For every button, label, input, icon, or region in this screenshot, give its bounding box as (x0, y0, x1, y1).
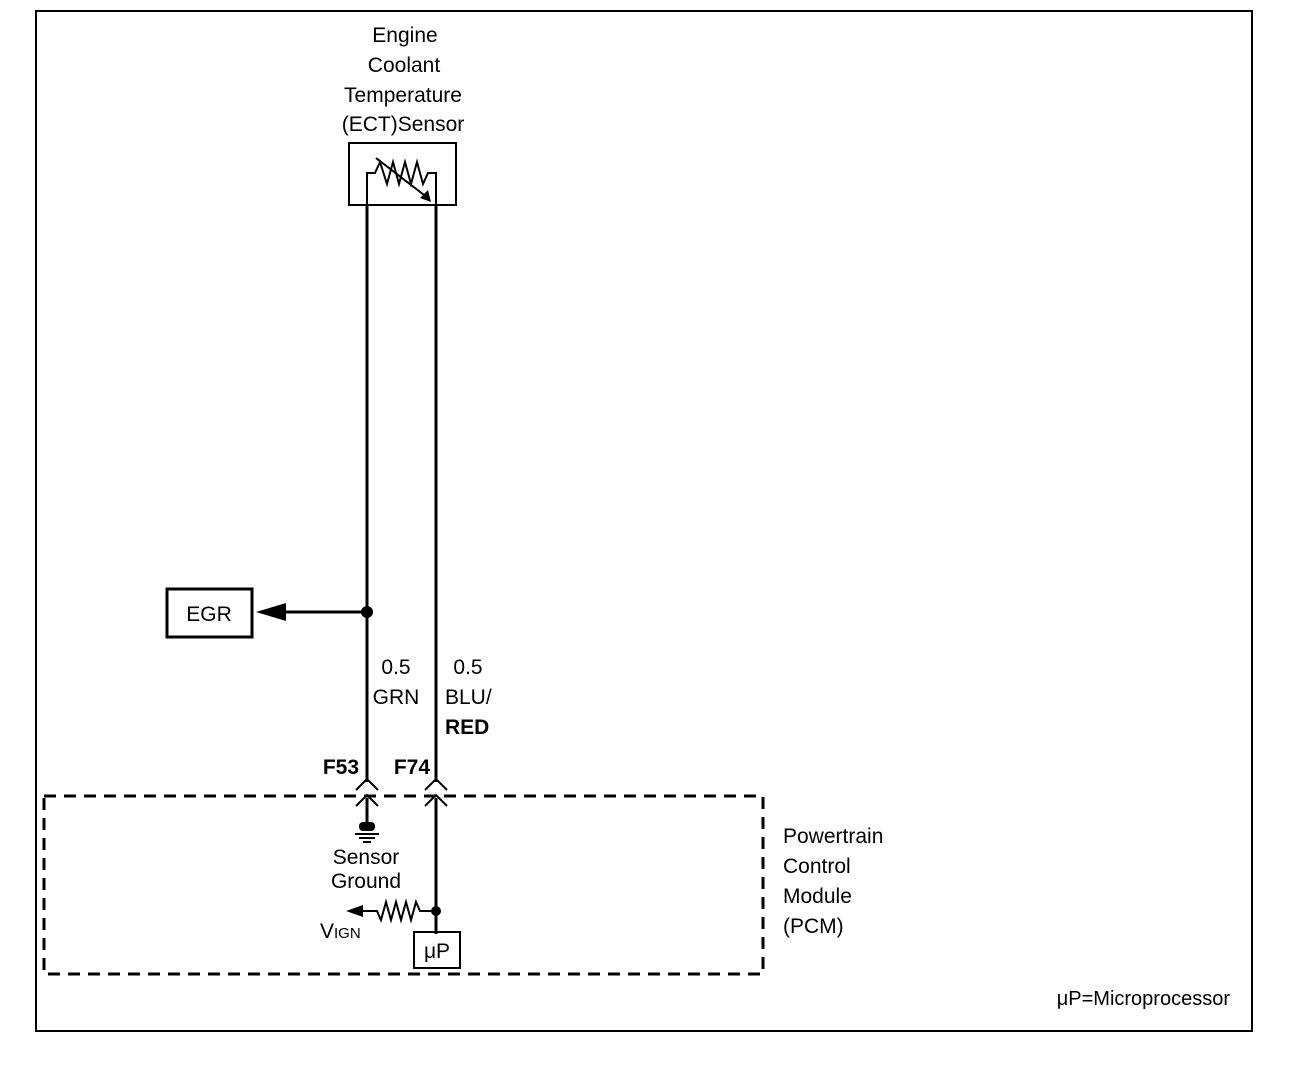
pcm-title-line-2: Control (783, 855, 851, 878)
pcm-title-line-4: (PCM) (783, 915, 844, 938)
pin-f53: F53 (323, 756, 359, 779)
pcm-title-line-3: Module (783, 885, 852, 908)
ground-icon (355, 822, 379, 843)
vign-main: V (320, 920, 334, 943)
grn-gauge: 0.5 (381, 656, 410, 679)
diagram-frame (35, 10, 1253, 1032)
sensor-title-line-2: Coolant (368, 54, 441, 77)
egr-box (165, 587, 254, 639)
microprocessor-box (413, 931, 461, 969)
sensor-title-line-3: Temperature (344, 84, 462, 107)
sensor-title-line-4: (ECT)Sensor (342, 113, 465, 136)
sensor-title: Engine Coolant Temperature (ECT)Sensor (342, 24, 465, 136)
sensor-box (348, 142, 457, 206)
blu-red-color-2: RED (445, 716, 489, 739)
egr-branch: EGR (165, 587, 373, 639)
wire-labels: 0.5 GRN 0.5 BLU/ RED F53 F74 (323, 656, 492, 779)
pullup-resistor (346, 898, 436, 924)
thermistor-symbol (366, 158, 437, 205)
microprocessor-label: μP (424, 940, 450, 963)
grn-color: GRN (373, 686, 420, 709)
sensor-ground-line-1: Sensor (333, 846, 400, 869)
sensor-ground-line-2: Ground (331, 870, 401, 893)
vign-sub: IGN (334, 925, 361, 942)
pcm-title-line-1: Powertrain (783, 825, 883, 848)
vign-label: VIGN (320, 920, 361, 943)
sensor-title-line-1: Engine (372, 24, 437, 47)
thermistor-arrow-head (420, 190, 431, 202)
blu-red-gauge: 0.5 (453, 656, 482, 679)
footnote: μP=Microprocessor (1057, 988, 1231, 1010)
blu-red-color-1: BLU/ (445, 686, 492, 709)
pin-f74: F74 (394, 756, 431, 779)
thermistor-arrow-line (375, 157, 429, 199)
pcm-title: Powertrain Control Module (PCM) (783, 825, 883, 938)
ect-sensor (348, 142, 457, 206)
pcm-boundary (42, 794, 765, 976)
egr-arrow (256, 603, 286, 621)
vign-arrow (346, 905, 363, 917)
egr-label: EGR (186, 603, 232, 626)
